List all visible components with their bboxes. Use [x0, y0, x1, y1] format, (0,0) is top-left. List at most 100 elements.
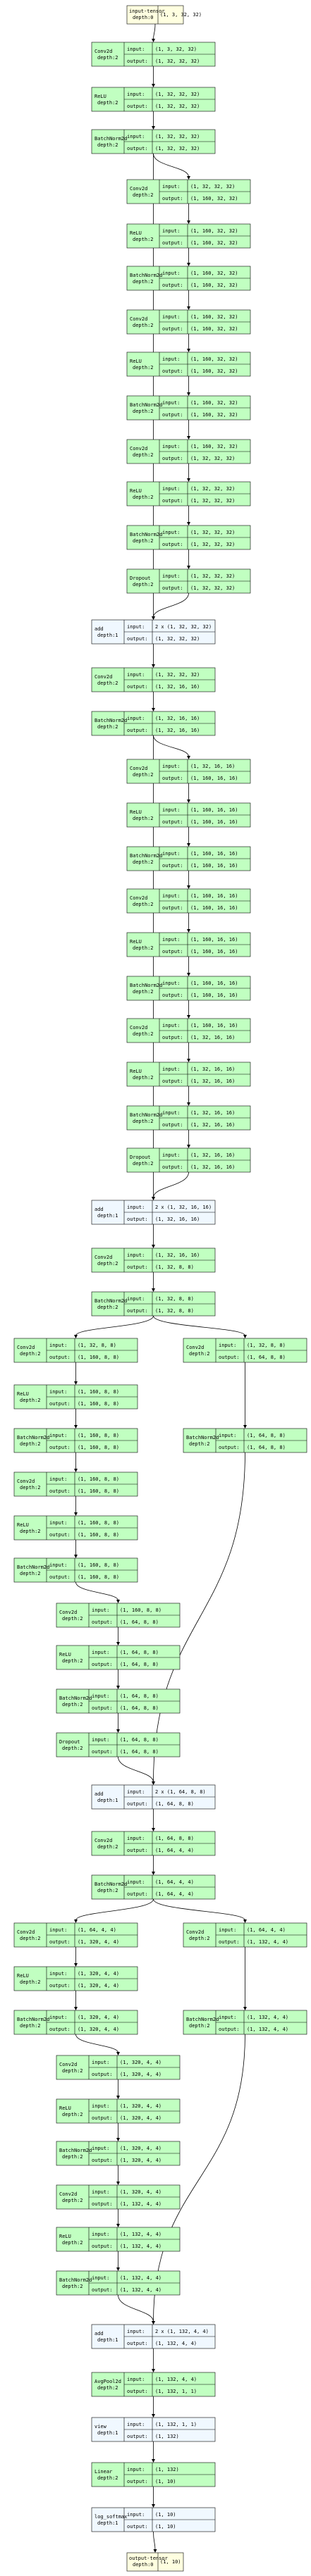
node-name: ReLU: [130, 809, 142, 815]
node-name: ReLU: [94, 94, 106, 99]
edge-arrowhead: [152, 664, 155, 668]
output-label: output:: [162, 1078, 183, 1084]
input-label: input:: [127, 1296, 145, 1302]
input-shape: (1, 160, 16, 16): [190, 893, 238, 899]
graph-edge: [153, 1171, 189, 1198]
output-label: output:: [162, 456, 183, 461]
node-depth: depth:2: [62, 2068, 83, 2074]
node-name: Conv2d: [94, 1255, 112, 1260]
output-label: output:: [92, 1749, 113, 1755]
node-depth: depth:2: [133, 1031, 154, 1037]
node-depth: depth:2: [133, 816, 154, 821]
node-name: view: [94, 2424, 107, 2429]
output-shape: (1, 132): [155, 2434, 179, 2439]
input-shape: (1, 320, 4, 4): [78, 2015, 119, 2020]
node-name: ReLU: [59, 1652, 71, 1657]
output-label: output:: [162, 993, 183, 998]
edge-arrowhead: [243, 1919, 247, 1923]
input-shape: (1, 160, 32, 32): [190, 270, 238, 276]
node-name: Linear: [94, 2469, 112, 2475]
output-label: output:: [49, 1355, 71, 1360]
output-shape: (1, 32, 8, 8): [155, 1264, 194, 1270]
output-shape: (1, 32, 32, 32): [155, 636, 200, 642]
edge-arrowhead: [116, 2138, 120, 2141]
output-shape: (1, 64, 8, 8): [120, 1662, 159, 1667]
input-label: input:: [162, 444, 180, 449]
node-depth: depth:2: [97, 2475, 118, 2481]
edge-arrowhead: [187, 929, 190, 933]
edge-arrowhead: [152, 1828, 155, 1831]
edge-arrowhead: [187, 1145, 190, 1148]
output-label: output:: [92, 2158, 113, 2163]
input-label: input:: [49, 1971, 67, 1977]
input-shape: (1, 32, 16, 16): [190, 1066, 235, 1072]
node-depth: depth:1: [97, 1213, 118, 1219]
output-shape: (1, 160, 8, 8): [78, 1355, 119, 1360]
node-name: ReLU: [130, 359, 142, 364]
input-label: input:: [92, 2060, 109, 2065]
node-depth: depth:2: [62, 2154, 83, 2160]
input-shape: (1, 32, 8, 8): [155, 1296, 194, 1302]
output-label: output:: [127, 1264, 148, 1270]
input-label: input:: [162, 764, 180, 769]
graph-edge: [75, 1581, 118, 1601]
input-label: input:: [162, 981, 180, 986]
input-shape: (1, 160, 8, 8): [78, 1389, 119, 1395]
output-shape: (1, 10): [155, 2524, 176, 2530]
edge-arrowhead: [187, 843, 190, 847]
output-label: output:: [92, 2287, 113, 2293]
output-shape: (1, 64, 4, 4): [155, 1891, 194, 1897]
edge-arrowhead: [74, 1335, 78, 1338]
input-shape: (1, 160, 16, 16): [190, 981, 238, 986]
input-shape: (1, 320, 4, 4): [120, 2103, 161, 2109]
input-shape: (1, 160, 8, 8): [120, 1607, 161, 1613]
input-label: input:: [127, 134, 145, 139]
input-shape: (1, 32, 32, 32): [190, 184, 235, 189]
node-box: [126, 2552, 184, 2572]
output-label: output:: [162, 949, 183, 954]
input-shape: (1, 3, 32, 32): [155, 46, 197, 52]
input-label: input:: [127, 1836, 145, 1841]
input-label: input:: [92, 2146, 109, 2151]
input-shape: (1, 160, 8, 8): [78, 1476, 119, 1482]
input-shape: (1, 32, 8, 8): [78, 1343, 116, 1348]
graph-edge: [153, 1452, 245, 1783]
output-shape: (1, 160, 8, 8): [78, 1488, 119, 1494]
graph-edge: [153, 23, 156, 40]
input-label: input:: [127, 92, 145, 97]
input-shape: (1, 320, 4, 4): [78, 1971, 119, 1977]
node-depth: depth:0: [133, 15, 154, 20]
output-shape: (1, 160, 16, 16): [190, 819, 238, 825]
output-shape: (1, 160, 16, 16): [190, 993, 238, 998]
node-depth: depth:2: [133, 859, 154, 865]
node-depth: depth:2: [133, 772, 154, 778]
output-shape: (1, 160, 16, 16): [190, 863, 238, 869]
input-label: input:: [92, 1607, 109, 1613]
output-label: output:: [162, 905, 183, 911]
output-shape: (1, 32, 32, 32): [190, 585, 235, 591]
node-name: Conv2d: [94, 1838, 112, 1843]
node-depth: depth:2: [20, 1351, 41, 1357]
node-name: Conv2d: [17, 1345, 35, 1350]
node-name: Conv2d: [130, 186, 147, 192]
edge-arrowhead: [187, 799, 190, 803]
output-label: output:: [127, 684, 148, 690]
input-shape: (1, 64, 4, 4): [155, 1879, 194, 1885]
input-shape: (1, 160, 16, 16): [190, 937, 238, 942]
input-label: input:: [92, 1650, 109, 1655]
output-shape: (1, 64, 8, 8): [247, 1355, 286, 1360]
node-depth: depth:2: [97, 55, 118, 61]
node-depth: depth:2: [62, 2112, 83, 2117]
edge-arrowhead: [187, 522, 190, 525]
node-depth: depth:1: [97, 633, 118, 638]
input-label: input:: [162, 1066, 180, 1072]
